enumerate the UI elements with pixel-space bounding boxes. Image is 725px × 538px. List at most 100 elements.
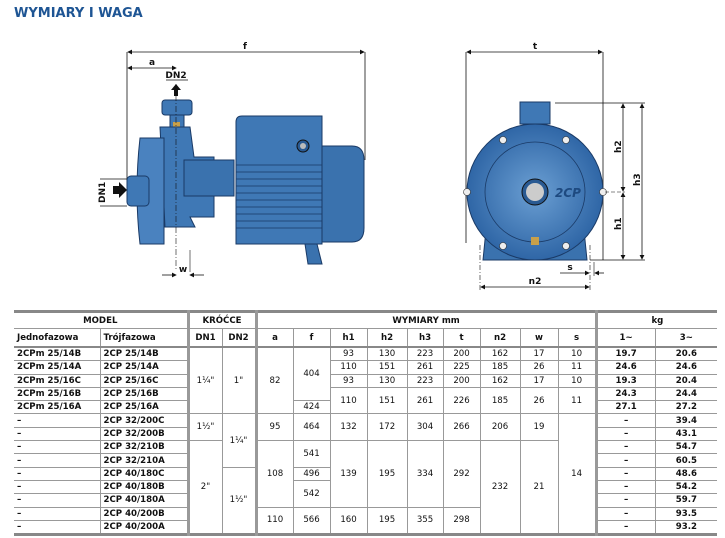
cell-h2: 151 [366, 386, 408, 415]
model-single-phase: 2CPm 25/14A [14, 360, 101, 375]
cell-dn2: 1¼" [221, 413, 258, 468]
model-three-phase: 2CP 40/180C [99, 466, 190, 481]
column-header-2: DN1 [187, 328, 223, 348]
model-three-phase: 2CP 40/180A [99, 493, 190, 508]
weight-1-phase: – [595, 440, 656, 455]
weight-3-phase: 24.4 [654, 386, 718, 402]
column-header-13: 1~ [595, 328, 656, 348]
dim-f-label: f [243, 42, 247, 52]
column-header-11: w [519, 328, 559, 348]
model-three-phase: 2CP 32/210B [99, 440, 190, 455]
column-header-4: a [255, 328, 294, 348]
weight-1-phase: – [595, 493, 656, 508]
cell-h3: 223 [406, 373, 444, 388]
cell-s: 14 [557, 413, 598, 536]
cell-h2: 195 [366, 506, 408, 536]
weight-1-phase: – [595, 426, 656, 442]
front-view: t 2CP h2 h1 h3 s n2 [463, 42, 645, 290]
dim-s-label: s [567, 263, 572, 273]
model-single-phase: 2CPm 25/16C [14, 373, 101, 388]
weight-3-phase: 54.2 [654, 479, 718, 495]
cell-f: 542 [292, 479, 331, 508]
dim-h3-label: h3 [633, 173, 643, 186]
pump-dimension-drawing: f a DN2 DN1 w t [98, 42, 645, 290]
cell-f: 464 [292, 413, 331, 442]
cell-n2: 232 [479, 440, 521, 536]
column-header-6: h1 [329, 328, 368, 348]
cell-t: 200 [442, 373, 481, 388]
cell-w: 19 [519, 413, 559, 442]
model-three-phase: 2CP 25/14A [99, 360, 190, 375]
header-krocce: KRÓĆCE [187, 311, 258, 329]
weight-1-phase: – [595, 519, 656, 536]
model-three-phase: 2CP 25/16A [99, 400, 190, 415]
cell-f: 424 [292, 400, 331, 415]
model-three-phase: 2CP 40/200B [99, 506, 190, 521]
cell-s: 11 [557, 360, 598, 375]
column-header-7: h2 [366, 328, 408, 348]
weight-3-phase: 59.7 [654, 493, 718, 508]
weight-3-phase: 93.2 [654, 519, 718, 536]
column-header-5: f [292, 328, 331, 348]
cell-n2: 185 [479, 386, 521, 415]
cell-dn2: 1½" [221, 466, 258, 536]
column-header-9: t [442, 328, 481, 348]
pump-logo: 2CP [555, 186, 581, 200]
cell-t: 292 [442, 440, 481, 508]
cell-f: 496 [292, 466, 331, 481]
dim-n2-label: n2 [529, 277, 542, 287]
cell-h1: 139 [329, 440, 368, 508]
cell-h3: 261 [406, 386, 444, 415]
cell-f: 404 [292, 346, 331, 402]
model-single-phase: 2CPm 25/16B [14, 386, 101, 402]
model-single-phase: – [14, 479, 101, 495]
cell-a: 95 [255, 413, 294, 442]
model-single-phase: – [14, 519, 101, 536]
weight-3-phase: 60.5 [654, 453, 718, 468]
cell-h1: 93 [329, 346, 368, 362]
cell-h1: 110 [329, 386, 368, 415]
cell-w: 26 [519, 360, 559, 375]
weight-3-phase: 93.5 [654, 506, 718, 521]
cell-dn2: 1" [221, 346, 258, 415]
cell-w: 17 [519, 373, 559, 388]
header-kg: kg [595, 311, 718, 329]
model-three-phase: 2CP 40/200A [99, 519, 190, 536]
side-view: f a DN2 DN1 w [98, 42, 366, 278]
dim-dn1-label: DN1 [98, 182, 108, 203]
model-single-phase: – [14, 453, 101, 468]
weight-1-phase: – [595, 479, 656, 495]
model-three-phase: 2CP 40/180B [99, 479, 190, 495]
cell-dn1: 1¼" [187, 346, 223, 415]
model-single-phase: – [14, 493, 101, 508]
cell-t: 226 [442, 386, 481, 415]
cell-f: 541 [292, 440, 331, 468]
dim-dn2-label: DN2 [165, 71, 186, 81]
cell-h1: 110 [329, 360, 368, 375]
model-single-phase: – [14, 506, 101, 521]
weight-1-phase: – [595, 413, 656, 428]
dim-a-label: a [149, 58, 155, 68]
header-model: MODEL [14, 311, 190, 329]
cell-w: 17 [519, 346, 559, 362]
weight-3-phase: 27.2 [654, 400, 718, 415]
cell-h2: 172 [366, 413, 408, 442]
header-wymiary: WYMIARY mm [255, 311, 598, 329]
weight-3-phase: 20.6 [654, 346, 718, 362]
weight-1-phase: – [595, 466, 656, 481]
cell-w: 26 [519, 386, 559, 415]
model-single-phase: – [14, 426, 101, 442]
weight-1-phase: 24.3 [595, 386, 656, 402]
cell-h2: 130 [366, 346, 408, 362]
weight-3-phase: 24.6 [654, 360, 718, 375]
model-three-phase: 2CP 25/16C [99, 373, 190, 388]
model-three-phase: 2CP 32/210A [99, 453, 190, 468]
cell-h2: 130 [366, 373, 408, 388]
cell-w: 21 [519, 440, 559, 536]
dim-t-label: t [533, 42, 538, 52]
column-header-1: Trójfazowa [99, 328, 190, 348]
